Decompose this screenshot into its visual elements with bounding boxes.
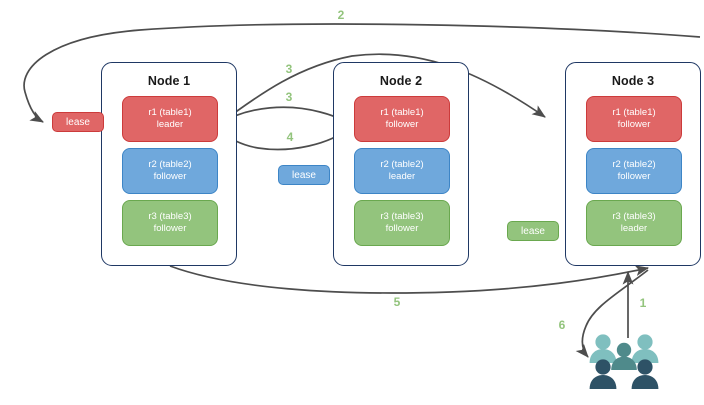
replica-name: r1 (table1) [612, 107, 656, 118]
step-label-2: 2 [337, 8, 345, 22]
replica-role: follower [153, 171, 187, 182]
step-label-5: 5 [393, 295, 401, 309]
step-label-3-upper: 3 [285, 62, 293, 76]
replica-role: follower [153, 223, 187, 234]
replica-name: r2 (table2) [148, 159, 192, 170]
step-label-6: 6 [558, 318, 566, 332]
replica-r2[interactable]: r2 (table2) leader [354, 148, 450, 194]
replica-name: r3 (table3) [612, 211, 656, 222]
replica-role: follower [617, 171, 651, 182]
replica-role: leader [156, 119, 184, 130]
arrow-step-3-lower [218, 106, 348, 125]
replica-r1[interactable]: r1 (table1) follower [354, 96, 450, 142]
replica-name: r3 (table3) [380, 211, 424, 222]
node-container-3[interactable]: Node 3 r1 (table1) follower r2 (table2) … [565, 62, 701, 266]
node-container-1[interactable]: Node 1 r1 (table1) leader r2 (table2) fo… [101, 62, 237, 266]
replica-r2[interactable]: r2 (table2) follower [586, 148, 682, 194]
step-label-3-lower: 3 [285, 90, 293, 104]
step-label-4: 4 [286, 130, 294, 144]
replica-r2[interactable]: r2 (table2) follower [122, 148, 218, 194]
replica-r3[interactable]: r3 (table3) follower [122, 200, 218, 246]
replica-role: follower [385, 223, 419, 234]
replica-name: r1 (table1) [148, 107, 192, 118]
replica-name: r3 (table3) [148, 211, 192, 222]
lease-badge-r3[interactable]: lease [507, 221, 559, 241]
replica-role: leader [620, 223, 648, 234]
replica-r1[interactable]: r1 (table1) follower [586, 96, 682, 142]
arrow-step-5 [169, 265, 649, 294]
replica-name: r2 (table2) [380, 159, 424, 170]
replica-role: leader [388, 171, 416, 182]
lease-badge-r1[interactable]: lease [52, 112, 104, 132]
node-title: Node 3 [611, 74, 655, 88]
step-label-1: 1 [639, 296, 647, 310]
replica-name: r1 (table1) [380, 107, 424, 118]
replica-r3[interactable]: r3 (table3) follower [354, 200, 450, 246]
replica-role: follower [617, 119, 651, 130]
replica-role: follower [385, 119, 419, 130]
lease-badge-r2[interactable]: lease [278, 165, 330, 185]
node-container-2[interactable]: Node 2 r1 (table1) follower r2 (table2) … [333, 62, 469, 266]
node-title: Node 2 [379, 74, 423, 88]
replica-r3[interactable]: r3 (table3) leader [586, 200, 682, 246]
users-icon [589, 334, 659, 389]
replica-name: r2 (table2) [612, 159, 656, 170]
replica-r1[interactable]: r1 (table1) leader [122, 96, 218, 142]
node-title: Node 1 [147, 74, 191, 88]
